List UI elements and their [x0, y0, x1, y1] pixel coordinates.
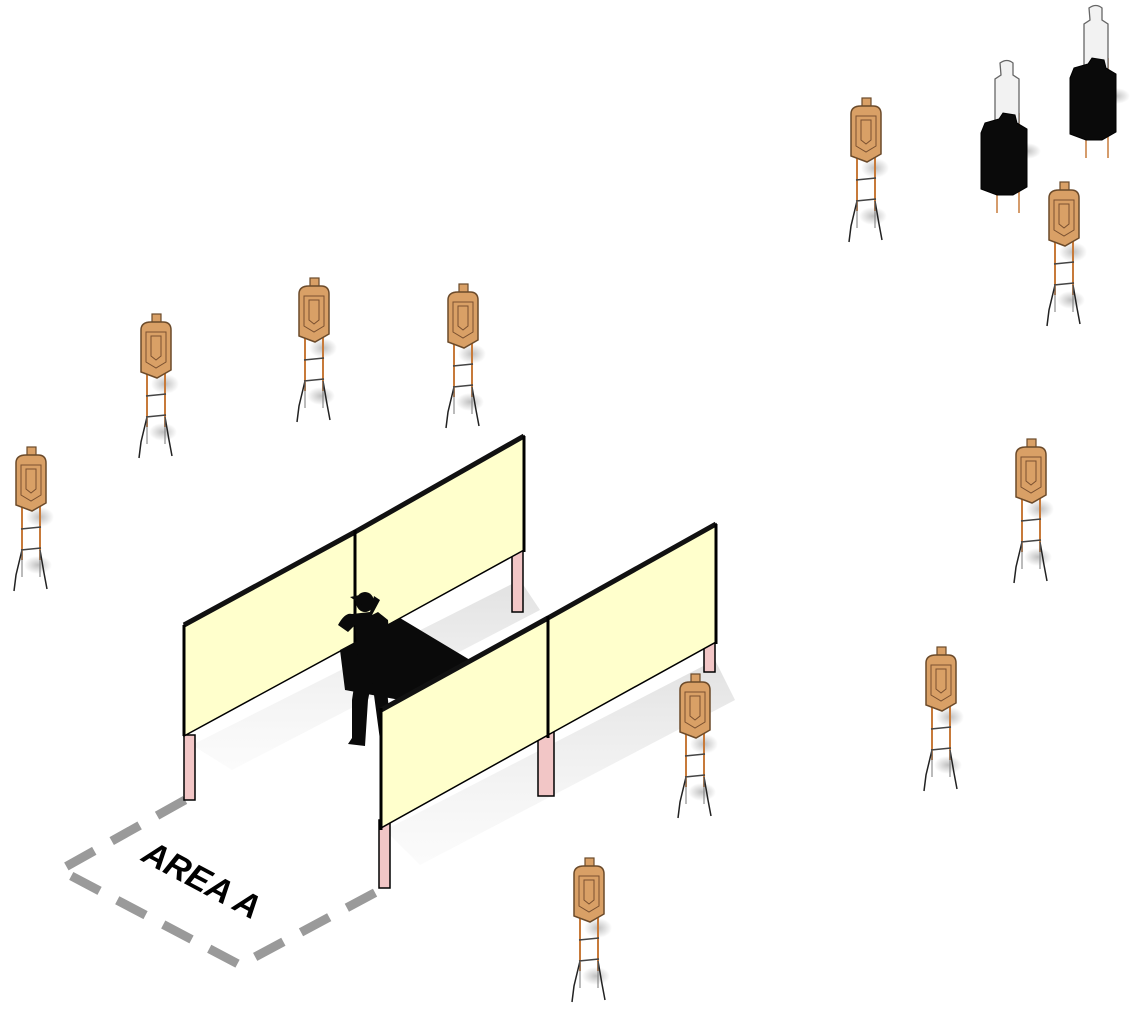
paper-target: [296, 277, 338, 423]
paper-target: [1046, 181, 1088, 327]
front-wall: [378, 521, 718, 889]
wall-panel: [546, 521, 718, 738]
no-shoot-target: [1069, 4, 1131, 159]
area-boundary: AREA A: [50, 796, 383, 971]
paper-target: [923, 646, 965, 792]
shooter-figure: [338, 592, 392, 748]
wall-panel: [353, 433, 526, 645]
paper-target: [848, 97, 890, 243]
no-shoot-target: [980, 59, 1042, 214]
paper-target: [445, 283, 487, 429]
paper-target: [138, 313, 180, 459]
paper-target: [13, 446, 55, 592]
area-label: AREA A: [135, 833, 267, 927]
back-wall: [182, 433, 526, 801]
paper-target: [571, 857, 613, 1003]
no-shoot-targets: [980, 4, 1131, 214]
paper-target: [1013, 438, 1055, 584]
